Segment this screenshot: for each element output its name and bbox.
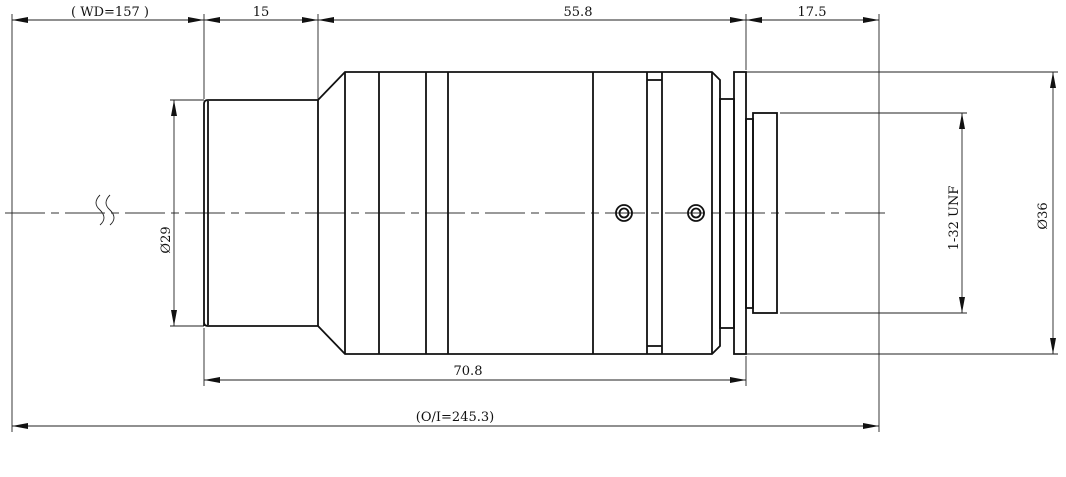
set-screw-icon (615, 204, 633, 222)
body-diameter-dimension (1050, 72, 1056, 354)
dim-mount-thread: 1-32 UNF (947, 186, 962, 251)
dim-object-to-image: (O/I=245.3) (416, 410, 494, 425)
set-screw-icon (687, 204, 705, 222)
thread-dimension (959, 113, 965, 313)
break-symbol-icon (95, 194, 115, 226)
dim-body-length: 55.8 (564, 5, 593, 20)
dim-flange-distance: 17.5 (798, 5, 827, 20)
dim-body-diameter: Ø36 (1036, 202, 1051, 229)
dim-total-lens-length: 70.8 (454, 364, 483, 379)
object-image-dimension (12, 423, 879, 429)
front-diameter-dimension (171, 100, 177, 326)
dim-working-distance: ( WD=157 ) (71, 5, 149, 20)
top-dimension-line (12, 17, 879, 23)
dim-front-length: 15 (253, 5, 270, 20)
dim-front-diameter: Ø29 (159, 226, 174, 253)
lens-length-dimension (204, 377, 746, 383)
lens-outline (203, 71, 778, 355)
extension-lines (11, 14, 1058, 432)
